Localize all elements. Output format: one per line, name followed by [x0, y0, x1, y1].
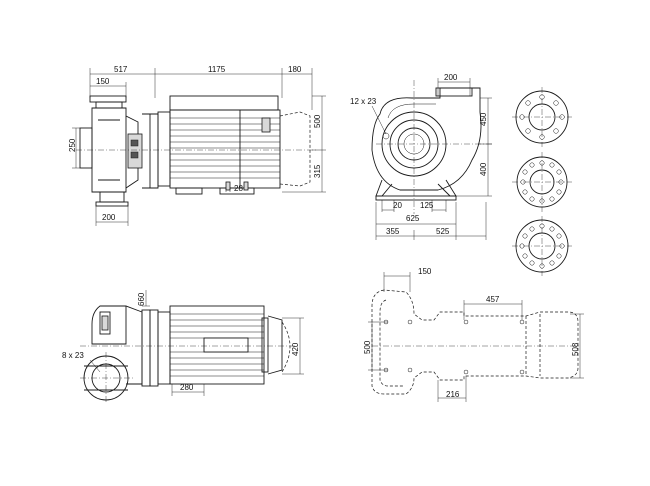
- base-plan-view: 150 457 500 508 216: [363, 267, 584, 402]
- front-view: 200 12 x 23 450 400 625 20 125 355 525: [350, 73, 494, 240]
- dim-508: 508: [571, 342, 580, 356]
- dim-28: 28: [234, 184, 243, 193]
- dim-200-front: 200: [444, 73, 458, 82]
- plan-view: 660 8 x 23 420 280: [62, 290, 304, 404]
- dim-315: 315: [313, 164, 322, 178]
- dim-500: 500: [313, 114, 322, 128]
- dim-150: 150: [96, 77, 110, 86]
- dim-457: 457: [486, 295, 500, 304]
- dim-280: 280: [180, 383, 194, 392]
- dim-450: 450: [479, 112, 488, 126]
- flange-middle: [512, 152, 572, 212]
- dim-250: 250: [68, 138, 77, 152]
- dim-216: 216: [446, 390, 460, 399]
- flange-bottom: [512, 216, 572, 276]
- flange-views: [512, 87, 572, 276]
- label-8x23: 8 x 23: [62, 351, 84, 360]
- dim-660: 660: [137, 292, 146, 306]
- dim-20: 20: [393, 201, 402, 210]
- dim-200-bottom: 200: [102, 213, 116, 222]
- dim-355: 355: [386, 227, 400, 236]
- flange-top: [512, 87, 572, 147]
- dim-525: 525: [436, 227, 450, 236]
- dim-625: 625: [406, 214, 420, 223]
- dim-125: 125: [420, 201, 434, 210]
- dim-180: 180: [288, 65, 302, 74]
- dim-1175: 1175: [208, 65, 226, 74]
- side-elevation-view: 517 1175 180 150 250 500 315 28 200: [68, 65, 326, 226]
- label-12x23: 12 x 23: [350, 97, 377, 106]
- plan-motor-fins: [170, 313, 264, 377]
- dim-420: 420: [291, 342, 300, 356]
- dim-150-base: 150: [418, 267, 432, 276]
- dim-517: 517: [114, 65, 128, 74]
- dim-400: 400: [479, 162, 488, 176]
- dim-500-base: 500: [363, 340, 372, 354]
